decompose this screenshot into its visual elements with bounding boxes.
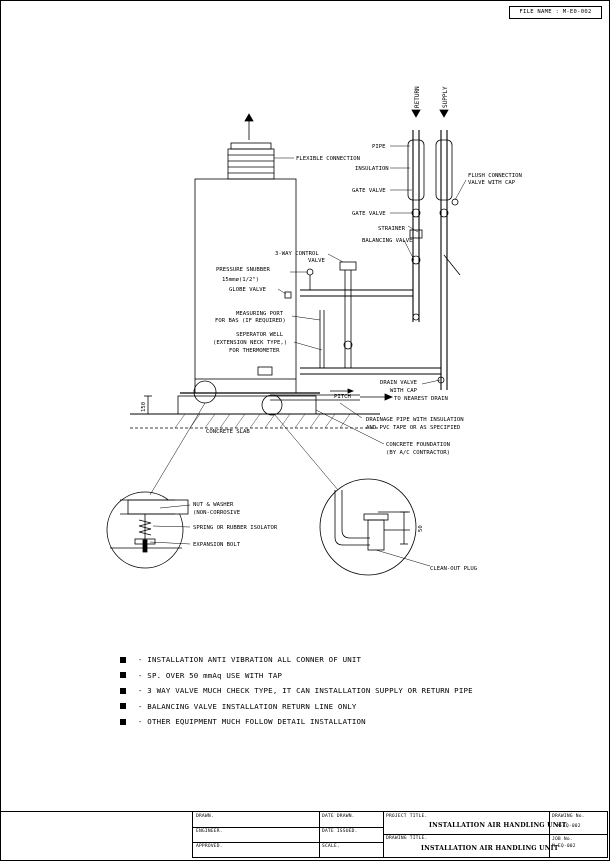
separator-label-3: FOR THERMOMETER [229, 348, 280, 354]
drain-valve-label-1: DRAIN VALVE [380, 380, 418, 386]
strainer-branch [443, 254, 461, 276]
file-name-box: FILE NAME : M-E0-002 [509, 6, 602, 19]
project-title: INSTALLATION AIR HANDLING UNIT [429, 822, 567, 829]
flush-connection-label-1: FLUSH CONNECTION [468, 173, 522, 179]
expansion-bolt-label: EXPANSION BOLT [193, 542, 241, 548]
concrete-foundation-label-1: CONCRETE FOUNDATION [386, 442, 450, 448]
pressure-snubber-label-1: PRESSURE SNUBBER [216, 267, 271, 273]
concrete-foundation-label-2: (BY A/C CONTRACTOR) [386, 450, 450, 456]
gate-valve-label-1: GATE VALVE [352, 188, 386, 194]
to-drain-label: TO NEAREST DRAIN [394, 396, 448, 402]
drain-valve-label-2: WITH CAP [390, 388, 418, 394]
drain-detail-marker [261, 394, 283, 416]
supply-label: SUPPLY [442, 86, 449, 108]
expansion-bolt [142, 539, 148, 553]
spring-isolator [138, 519, 152, 536]
scale-label: SCALE. [322, 844, 340, 849]
dim-50: 50 [418, 525, 424, 532]
concrete-foundation [177, 395, 317, 415]
return-insulation [407, 139, 425, 201]
flexible-connection-label: FLEXIBLE CONNECTION [296, 156, 360, 162]
isolator-marker [193, 380, 217, 404]
balancing-valve-label: BALANCING VALVE [362, 238, 413, 244]
three-way-valve [339, 261, 357, 271]
return-label: RETURN [414, 86, 421, 108]
balancing-valve [411, 255, 421, 265]
strainer [409, 229, 423, 239]
job-no-label: JOB No. [552, 837, 573, 842]
drawing-title-label: DRAWING TITLE. [386, 836, 428, 841]
gate-valve-label-2: GATE VALVE [352, 211, 386, 217]
bullet-square-icon [120, 656, 126, 663]
duct-collar [230, 142, 272, 150]
supply-arrow [439, 109, 449, 118]
notes-list: - INSTALLATION ANTI VIBRATION ALL CONNER… [120, 652, 580, 730]
clean-out-label: CLEAN-OUT PLUG [430, 566, 478, 572]
bullet-square-icon [120, 687, 126, 694]
separator-label-1: SEPERATOR WELL [236, 332, 284, 338]
note-item: - 3 WAY VALVE MUCH CHECK TYPE, IT CAN IN… [120, 683, 580, 699]
separator-label-2: (EXTENSION NECK TYPE,) [213, 340, 287, 346]
spring-label: SPRING OR RUBBER ISOLATOR [193, 525, 278, 531]
drawing-title: INSTALLATION AIR HANDLING UNIT [421, 845, 559, 852]
engineer-label: ENGINEER. [196, 829, 223, 834]
pitch-label: PITCH [334, 394, 351, 400]
nut-washer-label-2: (NON-CORROSIVE [193, 510, 241, 516]
concrete-slab-label: CONCRETE SLAB [206, 429, 250, 435]
pipe-label: PIPE [372, 144, 386, 150]
measuring-port-label-1: MEASURING PORT [236, 311, 284, 317]
drain-detail-circle [319, 478, 417, 576]
insulation-label: INSULATION [355, 166, 389, 172]
note-item: - OTHER EQUIPMENT MUCH FOLLOW DETAIL INS… [120, 714, 580, 730]
return-arrow [411, 109, 421, 118]
pressure-snubber-label-2: 15mmø(1/2") [222, 277, 259, 283]
job-no: M-EQ-002 [552, 844, 576, 849]
clean-out-tee [367, 519, 385, 551]
nut-washer-label-1: NUT & WASHER [193, 502, 234, 508]
drawing-no-label: DRAWING No. [552, 814, 585, 819]
title-block-left [0, 811, 192, 857]
bullet-square-icon [120, 672, 126, 679]
bullet-square-icon [120, 703, 126, 710]
drawing-no: M-EQ-002 [557, 824, 581, 829]
bullet-square-icon [120, 718, 126, 725]
note-item: - INSTALLATION ANTI VIBRATION ALL CONNER… [120, 652, 580, 668]
flush-connection-cap [451, 198, 459, 206]
date-issued-label: DATE ISSUED. [322, 829, 358, 834]
pressure-snubber-label-3: GLOBE VALVE [229, 287, 267, 293]
dim-150: 150 [141, 402, 147, 412]
approved-label: APPROVED. [196, 844, 223, 849]
title-block: DRAWN. ENGINEER. APPROVED. DATE DRAWN. D… [192, 811, 608, 858]
flexible-connection [227, 148, 275, 180]
date-drawn-label: DATE DRAWN. [322, 814, 355, 819]
strainer-label: STRAINER [378, 226, 406, 232]
three-way-label-2: VALVE [308, 258, 325, 264]
three-way-label-1: 3-WAY CONTROL [275, 251, 319, 257]
ahu-cabinet [194, 178, 297, 380]
flush-connection-label-2: VALVE WITH CAP [468, 180, 516, 186]
supply-insulation [435, 139, 453, 201]
note-item: - SP. OVER 50 mmAq USE WITH TAP [120, 668, 580, 684]
measuring-port-label-2: FOR BAS (IF REQUIRED) [215, 318, 286, 324]
airflow-arrowhead [244, 113, 254, 122]
note-item: - BALANCING VALVE INSTALLATION RETURN LI… [120, 699, 580, 715]
drainage-label-2: AND PVC TAPE OR AS SPECIFIED [366, 425, 461, 431]
drawn-label: DRAWN. [196, 814, 214, 819]
drainage-label-1: DRAINAGE PIPE WITH INSULATION [366, 417, 464, 423]
project-title-label: PROJECT TITLE. [386, 814, 428, 819]
supply-gate-valve [439, 208, 449, 218]
isolator-detail-circle [106, 491, 184, 569]
